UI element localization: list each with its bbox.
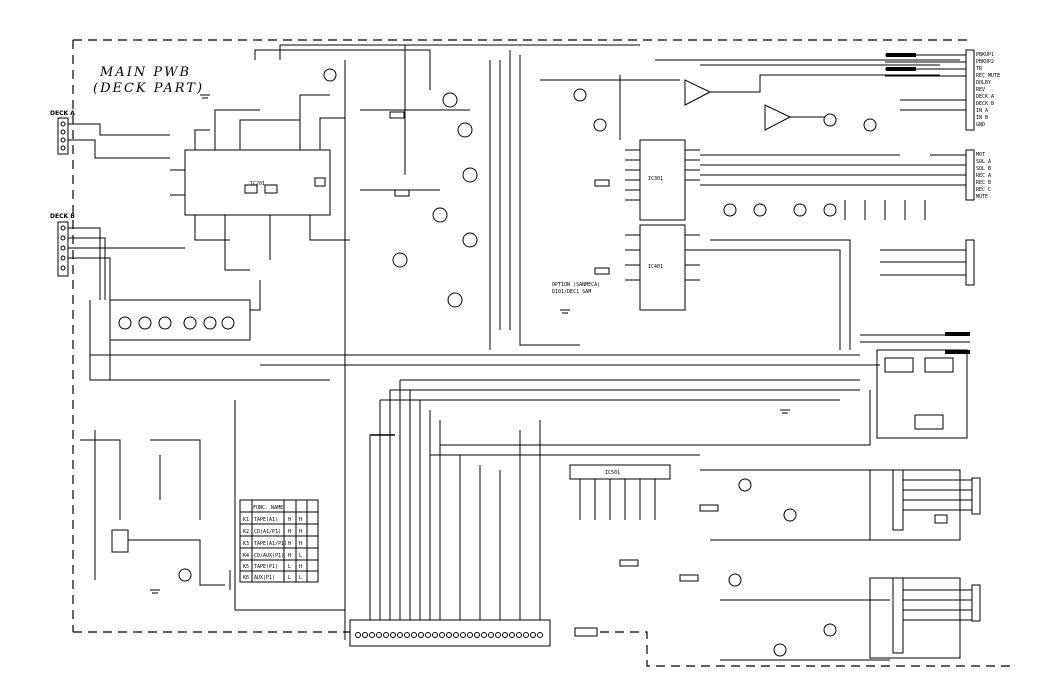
mode-row-3-b: H [299,541,302,547]
title-line-2: (DECK PART) [93,81,204,96]
ground-icon [150,94,790,594]
right-connector-b-pins: MOT SOL A SOL B REC A REC B REC C MUTE [976,152,991,200]
transistors-right [700,154,930,350]
right-connector-a-pins: PBKUP1 PBKUP2 TR REC MUTE DOLBY REV DECK… [976,52,1000,128]
mode-row-2-key: K2 [243,529,249,535]
mode-row-4-key: K4 [243,553,249,559]
mode-row-1-b: H [299,517,302,523]
mode-row-5-key: K5 [243,564,249,570]
transistor-bank-left [89,280,330,381]
conn-b-pin-6: REC C [976,187,991,193]
conn-b-pin-1: MOT [976,152,985,158]
conn-b-pin-7: MUTE [976,194,988,200]
ic-lower-center: IC501 [430,390,871,520]
right-connector-a [885,49,975,131]
conn-a-pin-7: DECK A [976,94,994,100]
conn-a-pin-10: IN B [976,115,988,121]
mode-row-4-name: CD/AUX(P1) [254,553,284,559]
ic-head-amp: IC201 [170,94,350,271]
mode-table: FUNC. NAME K1 TAPE(A1) H H K2 CD(A1/P1) … [239,499,319,583]
mode-row-3-key: K3 [243,541,249,547]
conn-a-pin-11: GND [976,122,985,128]
transistors-middle [323,68,610,308]
mode-row-4-a: H [288,553,291,559]
board-outline [72,39,1010,667]
left-lower-circuit [80,430,231,590]
deck-b-label: DECK B [50,213,75,220]
mode-row-2-name: CD(A1/P1) [254,529,281,535]
lower-right-cluster [619,469,961,661]
mode-row-6-b: L [299,575,302,581]
bottom-connector [349,619,598,647]
mode-table-header: FUNC. NAME [253,505,283,511]
ic-label-3: IC401 [648,264,663,270]
option-note-line-2: D101/DEC1 SAM [552,289,591,295]
mode-row-1-key: K1 [243,517,249,523]
diagram-title: MAIN PWB (DECK PART) [93,65,204,96]
conn-b-pin-4: REC A [976,173,991,179]
ic-label-2: IC301 [648,176,663,182]
regulator-block [860,332,970,439]
mode-row-1-a: H [288,517,291,523]
deck-a-connector: DECK A [50,110,170,159]
lower-right-connectors [892,469,981,654]
conn-a-pin-8: DECK B [976,101,994,107]
ic-switch-lower: IC401 OPTION (SANMECA) D101/DEC1 SAM [552,224,700,311]
conn-a-pin-1: PBKUP1 [976,52,994,58]
ic-label-1: IC201 [250,181,265,187]
right-connector-b [880,149,975,286]
mode-row-4-b: L [299,553,302,559]
deck-a-label: DECK A [50,110,75,117]
mode-row-2-b: H [299,529,302,535]
opamp-icon [684,79,712,106]
center-bus-wires [90,44,880,640]
mode-row-5-name: TAPE(P1) [254,564,278,570]
opamp-icon-2 [764,104,792,131]
title-line-1: MAIN PWB [99,65,191,80]
mode-row-3-name: TAPE(A1/P1) [254,541,287,547]
conn-b-pin-5: REC B [976,180,991,186]
ic-label-4: IC501 [605,470,620,476]
mode-row-1-name: TAPE(A1) [254,517,278,523]
mode-row-6-name: AUX(P1) [254,575,275,581]
conn-a-pin-9: IN A [976,108,988,114]
ic-switch-upper: IC301 [625,139,700,221]
mode-row-6-key: K6 [243,575,249,581]
conn-b-pin-2: SOL A [976,159,991,165]
conn-a-pin-5: DOLBY [976,80,991,86]
opamp-section [540,59,960,140]
mode-row-6-a: L [288,575,291,581]
bottom-bus [234,379,860,620]
mode-row-2-a: H [288,529,291,535]
conn-a-pin-4: REC MUTE [976,73,1000,79]
option-note-line-1: OPTION (SANMECA) [552,282,600,288]
conn-a-pin-2: PBKUP2 [976,59,994,65]
conn-a-pin-3: TR [976,66,983,72]
conn-b-pin-3: SOL B [976,166,991,172]
deck-b-connector: DECK B [50,213,185,380]
conn-a-pin-6: REV [976,87,985,93]
mode-row-5-a: L [288,564,291,570]
mode-row-3-a: H [288,541,291,547]
mode-row-5-b: H [299,564,302,570]
